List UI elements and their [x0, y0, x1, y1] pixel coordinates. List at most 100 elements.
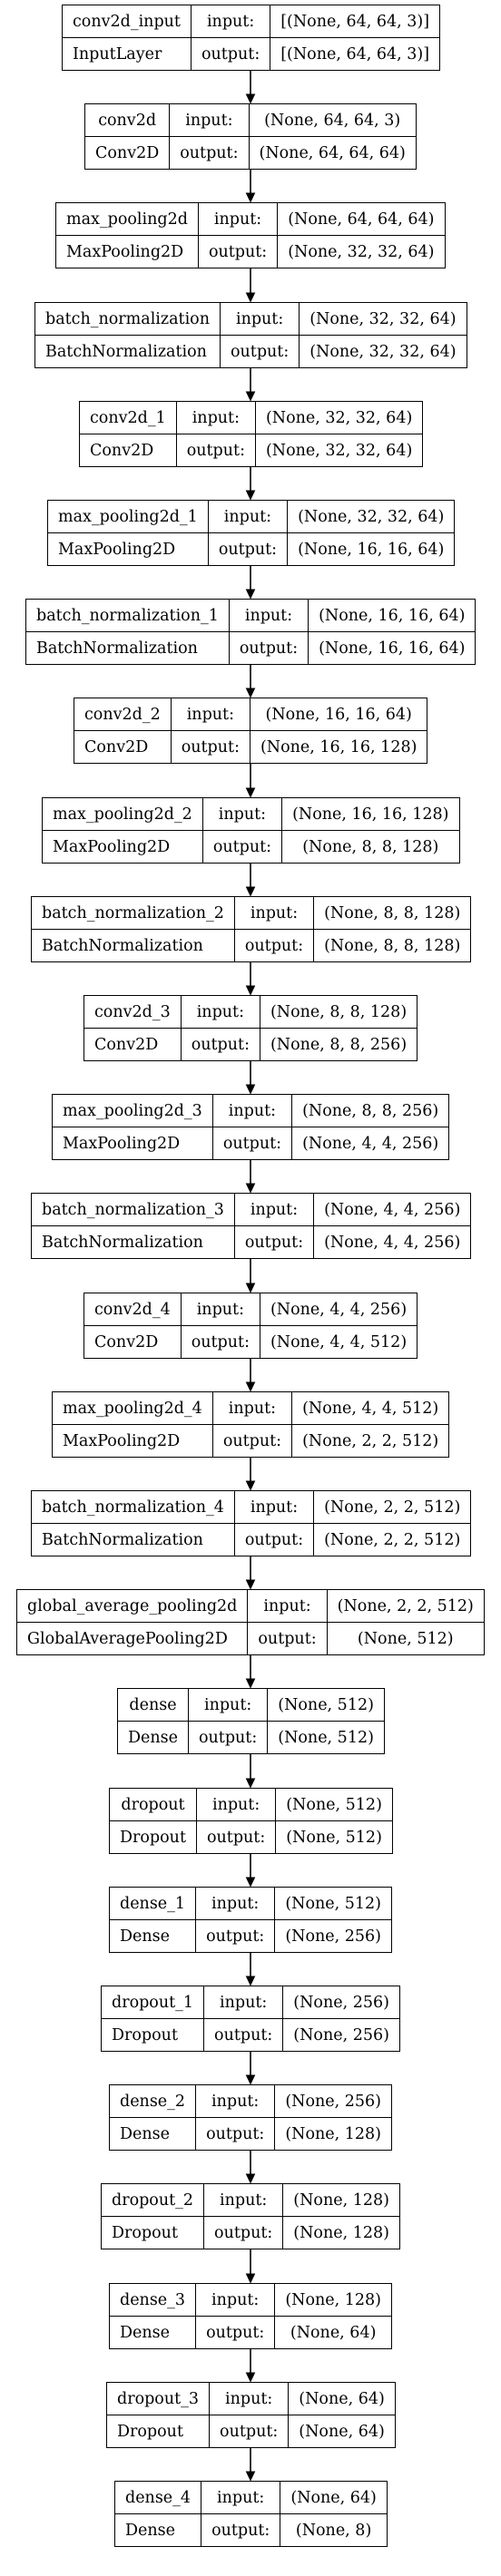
output-label: output:	[180, 1325, 260, 1359]
layer-node-dense_4: dense_4 input: (None, 64) Dense output: …	[113, 2481, 388, 2547]
output-label: output:	[233, 1225, 315, 1259]
input-label: input:	[211, 1391, 293, 1425]
layer-table: max_pooling2d_1 input: (None, 32, 32, 64…	[47, 500, 456, 566]
layer-table: batch_normalization_1 input: (None, 16, …	[25, 599, 476, 665]
edge-arrowhead	[245, 1480, 256, 1491]
input-shape: (None, 4, 4, 256)	[259, 1293, 418, 1326]
input-shape: (None, 256)	[274, 2084, 392, 2118]
output-shape: (None, 4, 4, 256)	[313, 1225, 472, 1259]
layer-type: Dense	[113, 2513, 202, 2547]
output-shape: (None, 4, 4, 512)	[259, 1325, 418, 1359]
input-label: input:	[170, 698, 250, 731]
layer-table: conv2d_4 input: (None, 4, 4, 256) Conv2D…	[84, 1293, 418, 1359]
layer-table: dense_2 input: (None, 256) Dense output:…	[108, 2084, 392, 2151]
layer-node-dense: dense input: (None, 512) Dense output: (…	[117, 1688, 385, 1754]
input-shape: (None, 512)	[267, 1688, 385, 1722]
input-shape: (None, 64, 64, 3)	[248, 103, 417, 137]
edge-arrowhead	[245, 1579, 256, 1590]
layer-node-max_pooling2d_1: max_pooling2d_1 input: (None, 32, 32, 64…	[47, 500, 456, 566]
input-label: input:	[219, 302, 300, 336]
layer-table: batch_normalization input: (None, 32, 32…	[34, 302, 467, 368]
layer-node-dropout_2: dropout_2 input: (None, 128) Dropout out…	[100, 2183, 400, 2249]
layer-node-conv2d_input: conv2d_input input: [(None, 64, 64, 3)] …	[62, 5, 441, 71]
input-label: input:	[211, 1094, 293, 1127]
input-shape: (None, 16, 16, 64)	[249, 698, 428, 731]
input-label: input:	[175, 401, 256, 434]
output-label: output:	[233, 929, 315, 962]
layer-table: conv2d_3 input: (None, 8, 8, 128) Conv2D…	[84, 995, 418, 1061]
output-label: output:	[219, 335, 300, 368]
output-shape: (None, 512)	[275, 1820, 393, 1854]
output-shape: (None, 256)	[274, 1919, 392, 1953]
edge-arrowhead	[245, 1084, 256, 1095]
output-label: output:	[197, 235, 279, 268]
edge-arrowhead	[245, 1877, 256, 1888]
output-label: output:	[180, 1028, 260, 1061]
input-label: input:	[201, 2481, 281, 2514]
edge-arrowhead	[245, 886, 256, 897]
edge-arrowhead	[245, 93, 256, 104]
input-shape: (None, 8, 8, 256)	[291, 1094, 450, 1127]
layer-name: max_pooling2d_4	[52, 1391, 213, 1425]
edge-arrowhead	[245, 391, 256, 402]
edge-arrowhead	[245, 292, 256, 303]
input-shape: (None, 8, 8, 128)	[313, 896, 472, 930]
edge-arrowhead	[245, 2471, 256, 2482]
output-shape: (None, 16, 16, 64)	[287, 532, 456, 566]
output-label: output:	[203, 2216, 284, 2249]
input-shape: [(None, 64, 64, 3)]	[270, 5, 441, 38]
layer-type: MaxPooling2D	[42, 830, 203, 864]
layer-table: dropout_2 input: (None, 128) Dropout out…	[100, 2183, 400, 2249]
layer-type: Conv2D	[79, 434, 177, 467]
output-shape: (None, 16, 16, 64)	[308, 631, 476, 665]
input-label: input:	[201, 797, 283, 831]
input-label: input:	[209, 2382, 290, 2415]
output-shape: (None, 512)	[326, 1622, 485, 1655]
layer-node-dense_2: dense_2 input: (None, 256) Dense output:…	[108, 2084, 392, 2151]
output-label: output:	[195, 1820, 277, 1854]
output-shape: (None, 64)	[274, 2316, 392, 2349]
layer-node-dropout_3: dropout_3 input: (None, 64) Dropout outp…	[105, 2382, 396, 2448]
layer-name: dropout_3	[105, 2382, 211, 2415]
output-shape: (None, 512)	[267, 1721, 385, 1754]
layer-table: max_pooling2d input: (None, 64, 64, 64) …	[55, 202, 446, 268]
layer-type: Conv2D	[84, 136, 171, 170]
input-label: input:	[233, 896, 315, 930]
output-shape: (None, 64, 64, 64)	[248, 136, 417, 170]
output-label: output:	[195, 2117, 276, 2151]
input-label: input:	[190, 5, 271, 38]
input-label: input:	[207, 500, 289, 533]
input-shape: (None, 16, 16, 64)	[308, 599, 476, 632]
input-label: input:	[233, 1193, 315, 1226]
layer-node-conv2d_2: conv2d_2 input: (None, 16, 16, 64) Conv2…	[74, 698, 428, 764]
output-shape: (None, 2, 2, 512)	[313, 1523, 472, 1556]
edge-arrowhead	[245, 2173, 256, 2184]
layer-table: dense input: (None, 512) Dense output: (…	[117, 1688, 385, 1754]
layer-type: MaxPooling2D	[52, 1127, 213, 1160]
edge-arrowhead	[245, 1976, 256, 1986]
output-label: output:	[195, 1919, 276, 1953]
input-label: input:	[180, 995, 260, 1029]
layer-node-batch_normalization_1: batch_normalization_1 input: (None, 16, …	[25, 599, 476, 665]
output-label: output:	[247, 1622, 328, 1655]
input-shape: (None, 512)	[275, 1788, 393, 1821]
input-shape: (None, 256)	[282, 1986, 400, 2019]
layer-type: BatchNormalization	[25, 631, 230, 665]
input-label: input:	[233, 1490, 315, 1524]
layer-name: conv2d_3	[84, 995, 182, 1029]
input-label: input:	[169, 103, 250, 137]
output-shape: (None, 2, 2, 512)	[291, 1424, 450, 1458]
layer-table: dropout_3 input: (None, 64) Dropout outp…	[105, 2382, 396, 2448]
layer-type: Dropout	[109, 1820, 197, 1854]
layer-name: dropout	[109, 1788, 197, 1821]
layer-type: BatchNormalization	[31, 1225, 235, 1259]
layer-table: conv2d_1 input: (None, 32, 32, 64) Conv2…	[79, 401, 424, 467]
layer-name: max_pooling2d_3	[52, 1094, 213, 1127]
layer-type: GlobalAveragePooling2D	[15, 1622, 249, 1655]
input-label: input:	[195, 2283, 276, 2317]
layer-node-conv2d: conv2d input: (None, 64, 64, 3) Conv2D o…	[84, 103, 417, 170]
layer-type: Dense	[108, 2316, 197, 2349]
input-shape: (None, 512)	[274, 1887, 392, 1920]
layer-table: conv2d_input input: [(None, 64, 64, 3)] …	[62, 5, 441, 71]
output-shape: (None, 128)	[282, 2216, 400, 2249]
